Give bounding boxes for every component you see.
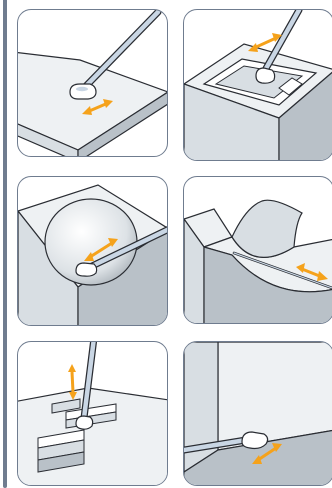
steps-probe-illustration [18, 342, 168, 486]
probe-tip [70, 84, 96, 99]
panel-stepped-edge [17, 341, 168, 486]
panel-flat-surface [17, 9, 168, 157]
sphere-probe-illustration [18, 177, 168, 326]
groove-inner [232, 200, 302, 257]
left-frame-bar [3, 0, 7, 488]
corner-probe-illustration [184, 342, 332, 486]
panel-spherical-cavity [17, 176, 168, 326]
probe-tip [76, 263, 97, 276]
flat-surface-probe-illustration [18, 10, 168, 157]
probe-tip [256, 68, 275, 83]
slot-probe-illustration [184, 10, 332, 161]
panel-inside-corner [183, 341, 332, 486]
panel-inside-slot [183, 9, 332, 161]
panel-curved-groove [183, 176, 332, 324]
groove-needle-illustration [184, 177, 332, 324]
probe-tip [76, 416, 93, 429]
probe-tip [242, 432, 268, 449]
